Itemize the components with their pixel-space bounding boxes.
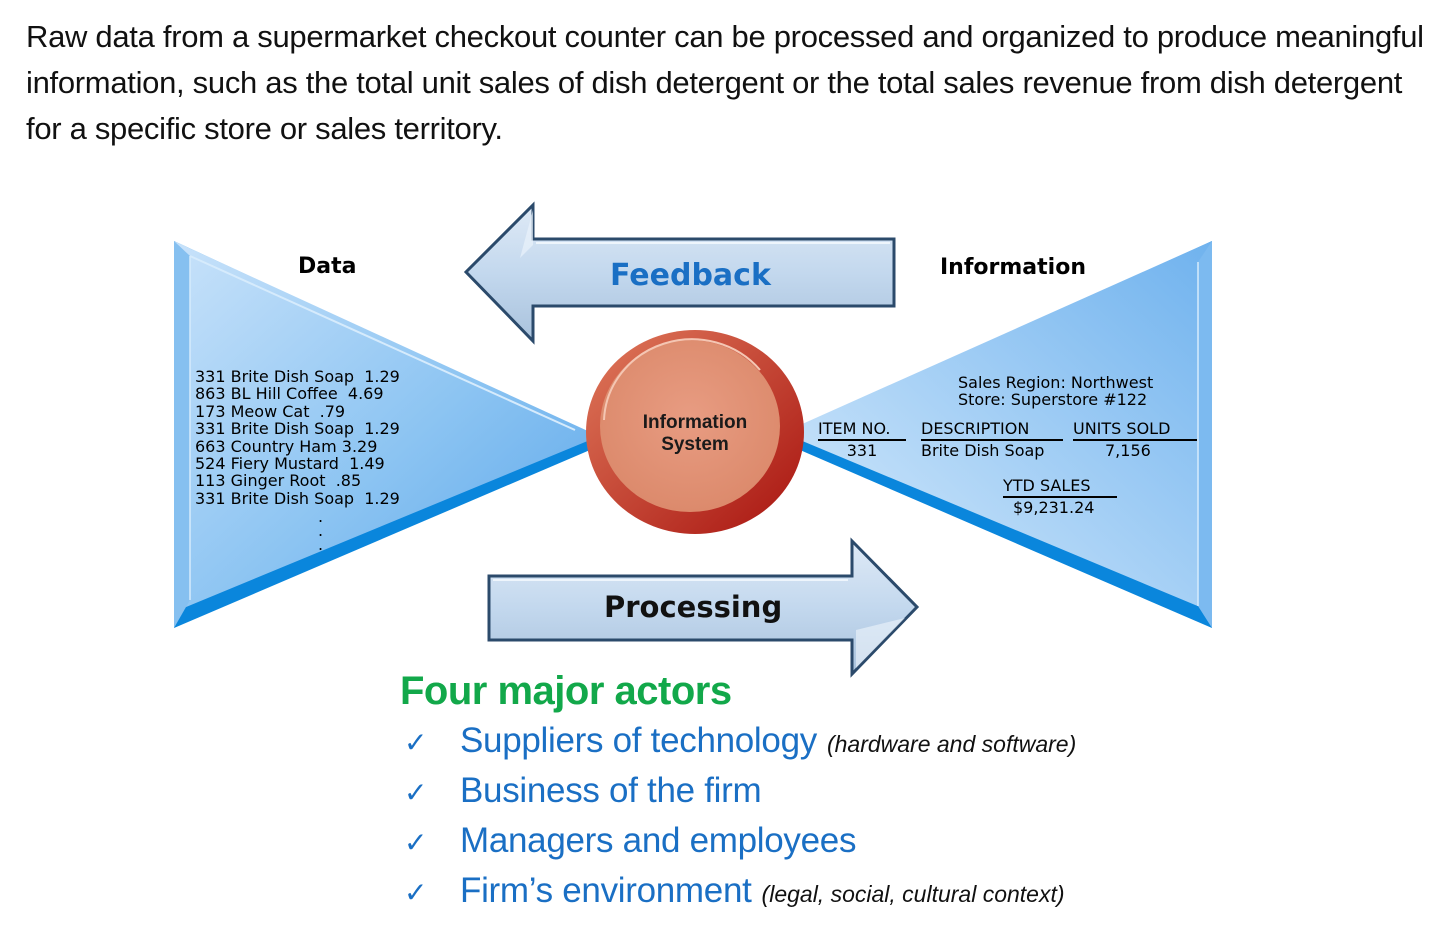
raw-data-item: 524 Fiery Mustard 1.49 (195, 454, 385, 474)
actor-label: Suppliers of technology (460, 721, 817, 760)
raw-data-item: 663 Country Ham 3.29 (195, 436, 378, 456)
processing-label: Processing (604, 590, 783, 624)
data-panel-title: Data (298, 254, 357, 279)
raw-data-item: 331 Brite Dish Soap 1.29 (195, 488, 400, 508)
feedback-label: Feedback (610, 258, 771, 293)
processing-arrow[interactable] (487, 537, 920, 678)
raw-data-item: 173 Meow Cat .79 (195, 401, 346, 421)
actors-title: Four major actors (400, 669, 732, 713)
data-panel (174, 241, 590, 628)
raw-data-item: 331 Brite Dish Soap 1.29 (195, 419, 400, 439)
actor-item: ✓ Business of the firm (400, 766, 1076, 816)
raw-data-item: 113 Ginger Root .85 (195, 471, 362, 491)
actor-label: Firm’s environment (460, 871, 752, 910)
item-no-value: 331 (846, 441, 878, 460)
description-column: DESCRIPTION Brite Dish Soap (921, 420, 1063, 461)
item-no-header: ITEM NO. (818, 420, 906, 441)
actor-note: (hardware and software) (826, 731, 1077, 757)
ytd-sales-header: YTD SALES (1003, 477, 1117, 498)
actor-label: Managers and employees (460, 821, 857, 860)
sales-region-info: Sales Region: Northwest Store: Superstor… (958, 374, 1153, 408)
check-icon: ✓ (404, 826, 428, 859)
raw-data-list: 331 Brite Dish Soap 1.29 863 BL Hill Cof… (195, 367, 400, 508)
units-sold-header: UNITS SOLD (1073, 420, 1197, 441)
units-sold-value: 7,156 (1105, 441, 1151, 460)
ytd-sales-column: YTD SALES $9,231.24 (1003, 477, 1117, 518)
description-value: Brite Dish Soap (921, 441, 1045, 460)
feedback-arrow[interactable] (463, 201, 896, 345)
information-system-label: Information System (642, 412, 748, 455)
information-panel-title: Information (940, 255, 1086, 280)
sales-region: Sales Region: Northwest (958, 373, 1154, 392)
ytd-sales-value: $9,231.24 (1013, 498, 1095, 517)
actor-label: Business of the firm (460, 771, 762, 810)
actor-item: ✓ Firm’s environment (legal, social, cul… (400, 866, 1076, 916)
actor-item: ✓ Managers and employees (400, 816, 1076, 866)
raw-data-item: 863 BL Hill Coffee 4.69 (195, 384, 384, 404)
units-sold-column: UNITS SOLD 7,156 (1073, 420, 1197, 461)
item-no-column: ITEM NO. 331 (818, 420, 906, 461)
check-icon: ✓ (404, 726, 428, 759)
check-icon: ✓ (404, 876, 428, 909)
information-panel (800, 241, 1212, 628)
intro-paragraph: Raw data from a supermarket checkout cou… (26, 19, 1424, 146)
actors-section: Four major actors ✓ Suppliers of technol… (400, 666, 1076, 916)
store-name: Store: Superstore #122 (958, 390, 1148, 409)
description-header: DESCRIPTION (921, 420, 1063, 441)
actor-item: ✓ Suppliers of technology (hardware and … (400, 716, 1076, 766)
raw-data-item: 331 Brite Dish Soap 1.29 (195, 367, 400, 386)
continuation-dots: . . . (318, 507, 324, 554)
actor-note: (legal, social, cultural context) (761, 881, 1065, 907)
check-icon: ✓ (404, 776, 428, 809)
information-system-node[interactable] (586, 330, 804, 534)
